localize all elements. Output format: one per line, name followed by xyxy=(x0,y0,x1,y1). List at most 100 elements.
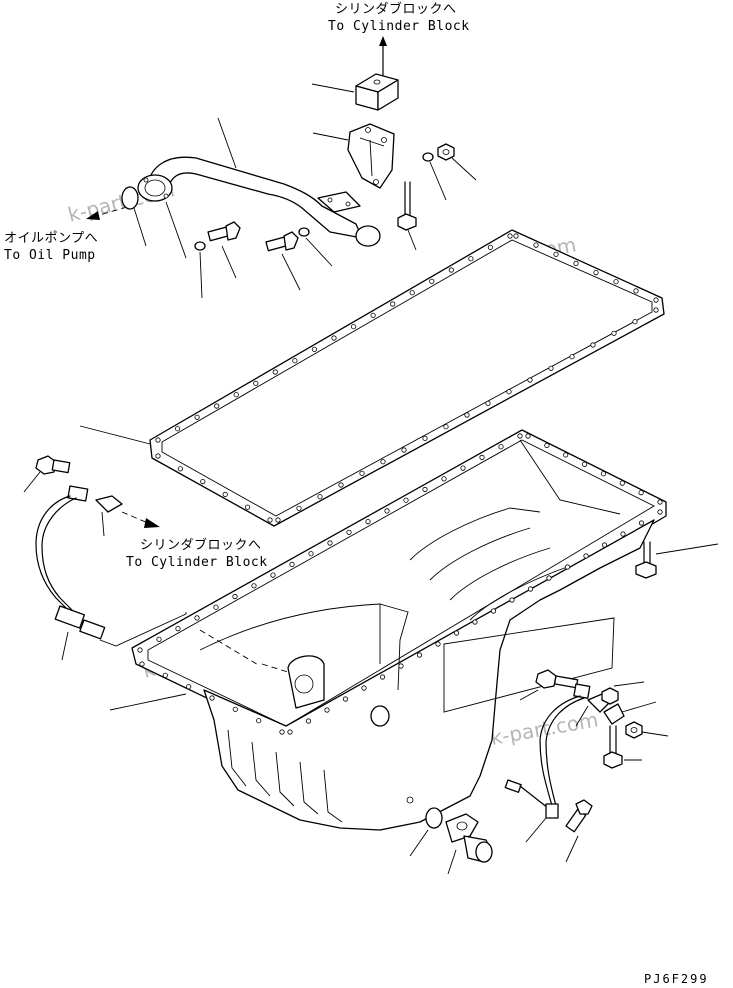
bolt-hole xyxy=(601,542,608,548)
bolt-hole xyxy=(331,335,337,341)
washer xyxy=(298,227,310,237)
bolt-hole xyxy=(222,491,228,497)
leader-line xyxy=(165,201,187,259)
long-bolt xyxy=(397,181,417,231)
bolt-hole xyxy=(409,290,415,296)
leader-line xyxy=(101,511,105,537)
bolt-hole xyxy=(275,517,281,523)
bolt xyxy=(265,231,299,252)
bracket xyxy=(347,123,395,189)
leader-line xyxy=(575,705,589,727)
bolt-hole xyxy=(632,319,638,325)
bolt-hole xyxy=(350,324,357,330)
bolt-hole xyxy=(638,489,644,496)
leader-line xyxy=(451,157,477,181)
leader-line xyxy=(61,631,69,661)
bolt-hole xyxy=(422,486,428,493)
leader-line xyxy=(281,253,301,291)
bolt-hole xyxy=(214,403,220,409)
bolt-hole xyxy=(583,553,589,559)
bolt-hole xyxy=(232,593,238,600)
bolt-hole xyxy=(487,244,493,250)
bolt-hole xyxy=(338,482,344,488)
bolt-hole xyxy=(472,619,478,625)
bolt-hole xyxy=(245,504,251,510)
bolt-hole xyxy=(270,572,276,578)
gasket-bolt-holes xyxy=(155,233,659,523)
bolt-hole xyxy=(619,480,625,486)
gasket xyxy=(121,186,139,210)
arrow-up-icon xyxy=(379,36,387,78)
drain-valve xyxy=(445,813,493,863)
leader-line xyxy=(525,817,547,843)
bolt-hole xyxy=(563,452,569,458)
nut-right xyxy=(625,721,643,739)
leader-line xyxy=(613,681,645,687)
bolt-hole xyxy=(272,369,278,375)
bolt-right xyxy=(635,541,657,579)
leader-line xyxy=(133,207,147,247)
leader-line xyxy=(407,229,417,251)
bolt-hole xyxy=(416,652,423,658)
bolt-hole xyxy=(324,707,330,713)
bolt-hole xyxy=(398,663,404,669)
arrow-left-icon xyxy=(86,206,128,220)
bolt-hole xyxy=(590,342,596,348)
bolt-hole xyxy=(490,608,497,614)
label-left-jp: オイルポンプへ xyxy=(4,231,98,246)
bolt-hole xyxy=(292,358,298,364)
leader-line xyxy=(655,543,719,555)
bolt-hole xyxy=(435,641,441,647)
bolt-hole xyxy=(279,729,285,735)
bolt-hole xyxy=(653,307,659,313)
bolt-hole xyxy=(359,470,365,476)
bolt-hole xyxy=(311,346,317,352)
bolt-hole xyxy=(448,267,454,273)
bolt-hole xyxy=(569,354,575,360)
bolt-hole xyxy=(401,447,407,453)
bolt-hole xyxy=(422,435,428,441)
bolt-hole xyxy=(657,499,663,505)
bolt-hole xyxy=(506,389,512,395)
bolt-hole xyxy=(453,630,460,636)
washer xyxy=(422,152,434,162)
bolt-hole xyxy=(346,529,352,535)
bolt-hole xyxy=(611,330,617,336)
bolt-hole xyxy=(460,465,466,471)
leader-line xyxy=(79,425,151,445)
leader-line xyxy=(305,237,333,267)
bolt-hole xyxy=(527,377,533,383)
bolt-hole xyxy=(267,517,273,523)
bolt-hole xyxy=(384,508,390,514)
bolt-hole xyxy=(137,647,143,653)
bolt-hole xyxy=(379,674,386,680)
bolt-hole xyxy=(403,497,409,503)
label-left-en: To Oil Pump xyxy=(4,248,96,263)
bolt-hole xyxy=(139,661,145,667)
oil-pipe xyxy=(137,156,381,247)
leader-line xyxy=(217,117,237,169)
bolt-lower-right xyxy=(565,799,593,833)
leader-line xyxy=(641,731,669,737)
bolt-hole xyxy=(468,256,474,262)
leader-line xyxy=(109,693,187,711)
oil-pan-gasket xyxy=(149,229,665,527)
leader-line xyxy=(312,132,349,141)
leader-line xyxy=(621,701,657,713)
leader-line xyxy=(429,161,447,201)
bolt-hole xyxy=(155,453,161,459)
bolt-hole xyxy=(232,706,238,712)
washer xyxy=(194,241,206,251)
label-top-jp: シリンダブロックへ xyxy=(335,1,457,17)
bolt-hole xyxy=(653,297,659,303)
bolt-hole xyxy=(657,509,663,515)
bolt-hole xyxy=(544,442,550,448)
bolt-hole xyxy=(177,466,183,472)
bolt xyxy=(207,221,241,242)
bolt-hole xyxy=(429,278,435,284)
bolt-hole xyxy=(464,412,470,418)
bolt-hole xyxy=(305,718,312,724)
bolt-hole xyxy=(296,505,302,511)
